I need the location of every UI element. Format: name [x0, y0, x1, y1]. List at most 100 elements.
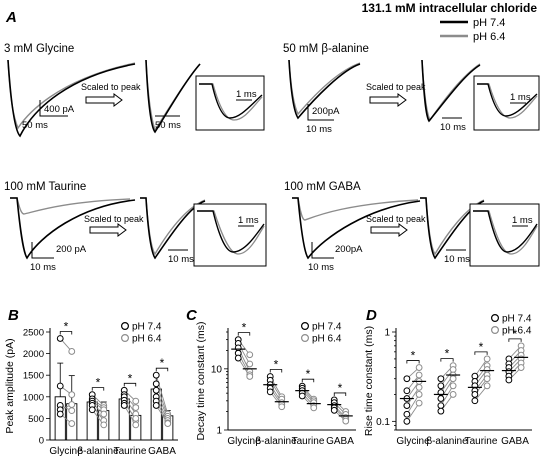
- point-ph74: [437, 402, 445, 410]
- significance-bracket: [508, 338, 522, 342]
- point-ph74: [266, 388, 274, 396]
- significance-bracket: [301, 378, 315, 383]
- panel-letter: C: [186, 307, 198, 324]
- point-ph64: [246, 373, 254, 380]
- scaled-arrow-label: Scaled to peak: [366, 82, 426, 92]
- scaled-trace-ph74: [145, 59, 201, 134]
- trace-group-beta-alanine: 50 mM β-alanine 200pA 10 ms Scaled to pe…: [283, 43, 540, 135]
- inset-time-label: 1 ms: [510, 92, 531, 103]
- point-ph64: [342, 417, 350, 425]
- point-ph64: [132, 415, 140, 422]
- significance-bracket: [406, 360, 420, 364]
- inset-box: [193, 203, 267, 267]
- significance-bracket: [123, 382, 137, 387]
- significance-bracket: [237, 332, 251, 336]
- point-ph64: [310, 404, 318, 412]
- legend-marker: [491, 314, 500, 323]
- arrow-right-icon: [369, 93, 407, 107]
- legend-label: pH 7.4: [132, 322, 162, 333]
- y-tick-label: 2500: [23, 328, 44, 339]
- point-ph64: [449, 391, 457, 398]
- point-ph74: [152, 371, 160, 379]
- point-ph74: [120, 402, 128, 409]
- point-ph74: [152, 380, 160, 388]
- y-tick-label: 0: [39, 436, 44, 447]
- point-ph64: [132, 421, 140, 429]
- pair-line: [440, 394, 454, 412]
- significance-bracket: [91, 387, 105, 391]
- significance-marker: *: [96, 376, 101, 390]
- arrow-right-icon: [89, 223, 127, 237]
- significance-bracket: [333, 392, 347, 396]
- trace-legend: pH 7.4 pH 6.4: [440, 17, 505, 43]
- significance-bracket: [269, 369, 283, 373]
- significance-marker: *: [445, 347, 450, 361]
- point-ph64: [483, 355, 491, 363]
- trace-title: 100 mM Taurine: [4, 181, 86, 193]
- x-tick-label: Glycine: [227, 436, 261, 447]
- point-ph74: [471, 391, 479, 398]
- scaled-time-label: 10 ms: [444, 254, 470, 265]
- significance-marker: *: [274, 357, 279, 371]
- scaled-time-label: 50 ms: [155, 120, 181, 131]
- legend-label-ph64: pH 6.4: [473, 31, 505, 43]
- trace-ph74: [7, 59, 136, 138]
- legend-label: pH 6.4: [132, 334, 162, 345]
- point-ph64: [100, 421, 108, 429]
- x-tick-label: β-alanine: [255, 436, 297, 447]
- y-axis-label: Peak amplitude (pA): [4, 338, 16, 433]
- pair-line: [474, 358, 488, 377]
- y-tick-label: 1500: [23, 371, 44, 382]
- significance-bracket: [440, 358, 454, 362]
- pair-line: [406, 402, 420, 422]
- figure-heading: 131.1 mM intracellular chloride: [362, 1, 538, 15]
- scaled-arrow-label: Scaled to peak: [81, 82, 141, 92]
- inset-trace-ph74: [477, 83, 538, 117]
- amp-scale-label: 200pA: [335, 244, 363, 255]
- panel-letter: D: [366, 307, 377, 324]
- point-ph64: [132, 397, 140, 405]
- point-ph64: [246, 360, 254, 368]
- pair-line: [406, 381, 420, 399]
- y-tick-label: 2000: [23, 349, 44, 360]
- point-ph74: [505, 376, 513, 384]
- point-ph64: [517, 364, 525, 371]
- pair-line: [406, 387, 420, 406]
- scaled-time-label: 10 ms: [440, 122, 466, 133]
- significance-marker: *: [513, 327, 518, 341]
- point-ph74: [152, 402, 160, 409]
- trace-title: 50 mM β-alanine: [283, 43, 369, 55]
- x-tick-label: Glycine: [49, 446, 83, 457]
- significance-marker: *: [64, 319, 69, 333]
- trace-title: 3 mM Glycine: [4, 43, 74, 55]
- x-tick-label: Taurine: [114, 446, 147, 457]
- legend-marker: [301, 322, 310, 331]
- trace-ph74: [10, 197, 136, 260]
- point-ph64: [68, 407, 76, 415]
- time-scale-label: 50 ms: [22, 120, 48, 131]
- point-ph74: [437, 382, 445, 390]
- arrow-right-icon: [370, 223, 408, 237]
- legend-marker: [491, 326, 500, 335]
- trace-group-gaba: 100 mM GABA 200pA 10 ms Scaled to peak 1…: [284, 181, 540, 273]
- legend-marker: [120, 322, 129, 331]
- x-tick-label: β-alanine: [426, 436, 468, 447]
- inset-trace-ph64: [473, 210, 538, 255]
- point-ph64: [449, 382, 457, 390]
- trace-title: 100 mM GABA: [284, 181, 361, 193]
- legend-label-ph74: pH 7.4: [473, 17, 505, 29]
- amp-scale-label: 200pA: [312, 106, 340, 117]
- point-ph74: [152, 386, 160, 394]
- time-scale-label: 10 ms: [30, 262, 56, 273]
- inset-time-label: 1 ms: [236, 89, 257, 100]
- point-ph74: [403, 387, 411, 395]
- y-axis-label: Decay time constant (ms): [195, 321, 207, 440]
- point-ph64: [246, 351, 254, 359]
- point-ph64: [68, 391, 76, 399]
- inset-box: [469, 203, 540, 267]
- point-ph74: [403, 417, 411, 425]
